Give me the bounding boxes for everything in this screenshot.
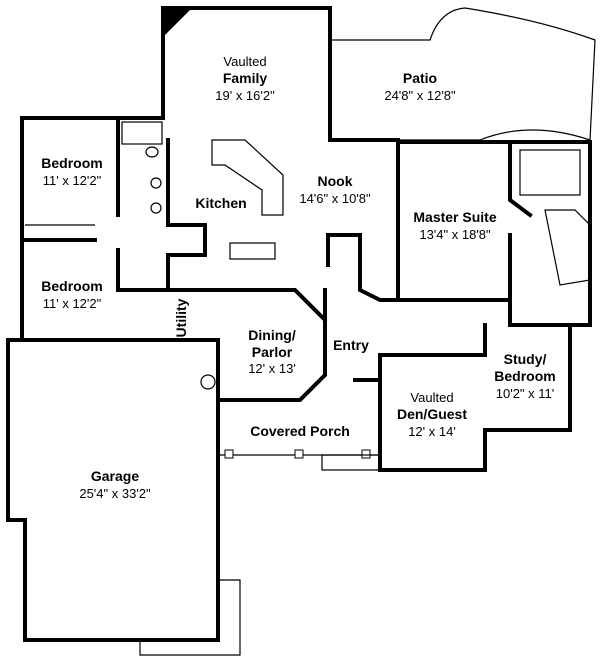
den-prefix: Vaulted (410, 390, 453, 405)
dining-dims: 12' x 13' (248, 361, 296, 376)
kitchen-name: Kitchen (195, 195, 246, 211)
den-name: Den/Guest (397, 406, 467, 422)
family-name: Family (223, 70, 268, 86)
master-name: Master Suite (413, 209, 496, 225)
study-dims: 10'2" x 11' (496, 386, 555, 401)
fireplace (165, 10, 190, 35)
dining-name2: Parlor (252, 344, 293, 360)
entry-name: Entry (333, 337, 369, 353)
den-dims: 12' x 14' (408, 424, 456, 439)
study-name1: Study/ (504, 351, 547, 367)
utility-name: Utility (173, 298, 189, 337)
garage-dims: 25'4" x 33'2" (79, 486, 151, 501)
patio-outline (330, 7, 596, 141)
garage-name: Garage (91, 468, 139, 484)
bedroom1-dims: 11' x 12'2" (43, 173, 102, 188)
bedroom2-name: Bedroom (41, 278, 102, 294)
walls (6, 6, 596, 656)
room-labels: Vaulted Family 19' x 16'2" Patio 24'8" x… (41, 54, 555, 501)
patio-dims: 24'8" x 12'8" (384, 88, 456, 103)
family-prefix: Vaulted (223, 54, 266, 69)
patio-name: Patio (403, 70, 437, 86)
porch-name: Covered Porch (250, 423, 350, 439)
nook-dims: 14'6" x 10'8" (299, 191, 371, 206)
bedroom2-dims: 11' x 12'2" (43, 296, 102, 311)
study-name2: Bedroom (494, 368, 555, 384)
bedroom1-name: Bedroom (41, 155, 102, 171)
master-dims: 13'4" x 18'8" (419, 227, 491, 242)
family-dims: 19' x 16'2" (215, 88, 275, 103)
dining-name1: Dining/ (248, 327, 296, 343)
nook-name: Nook (318, 173, 353, 189)
